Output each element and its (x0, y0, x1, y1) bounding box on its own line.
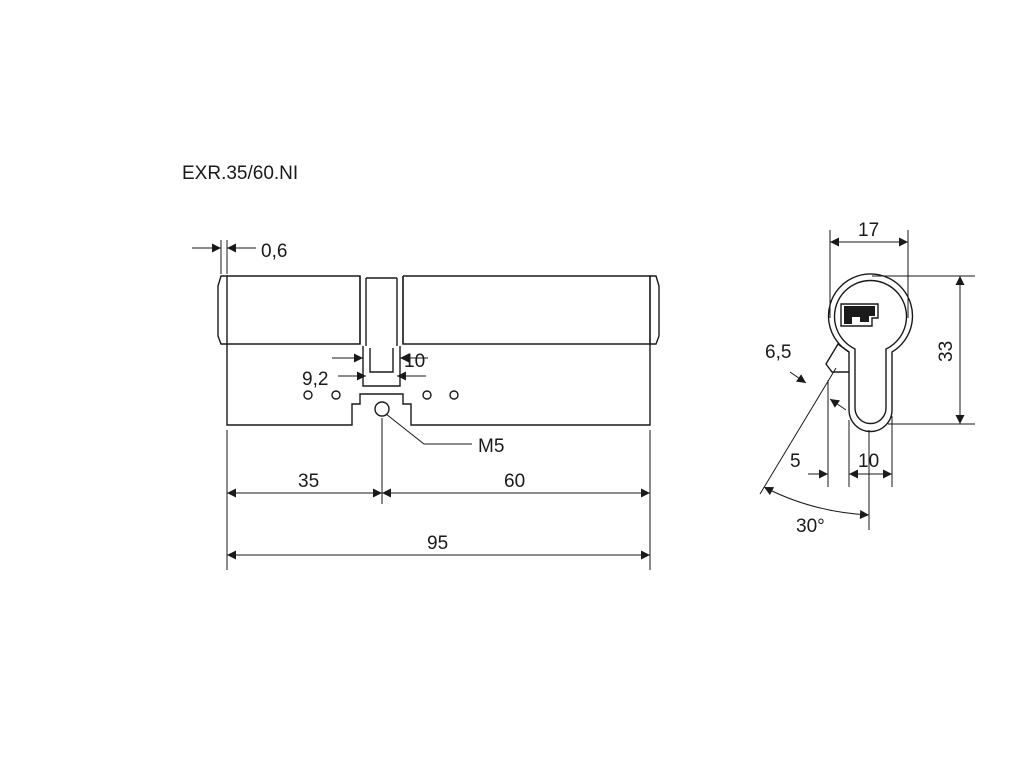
lower-width-label: 10 (858, 451, 879, 472)
right-length-label: 60 (504, 471, 525, 492)
height-label: 33 (936, 341, 957, 362)
drawing-title: EXR.35/60.NI (182, 163, 298, 184)
screw-callout: M5 (385, 413, 504, 457)
dimension-angle: 30° (763, 486, 870, 537)
cam-inner-label: 9,2 (302, 369, 328, 390)
left-length-label: 35 (298, 471, 319, 492)
offset-label: 0,6 (261, 241, 287, 262)
cam-offset-label: 5 (790, 451, 801, 472)
width-label: 17 (858, 220, 879, 241)
cam-width-label: 10 (404, 351, 425, 372)
dimension-offset: 0,6 (192, 240, 287, 274)
cylinder-body (217, 275, 660, 426)
dimension-height: 33 (872, 275, 975, 425)
dimension-left-right: 35 60 (227, 471, 650, 498)
dimension-cam-offset: 5 (790, 451, 828, 479)
angle-label: 30° (796, 516, 825, 537)
profile-view: 17 33 6,5 5 10 (759, 220, 975, 537)
dimension-width: 17 (829, 220, 909, 318)
cam-thickness-label: 6,5 (765, 342, 791, 363)
cylinder-profile (825, 273, 914, 433)
dimension-cam-inner: 9,2 (302, 369, 426, 390)
dimension-total: 95 (227, 533, 650, 560)
dimension-cam-thickness: 6,5 (765, 342, 847, 411)
dimension-lower-width: 10 (849, 451, 892, 479)
dimension-cam-width: 10 (332, 351, 428, 372)
side-view: 0,6 10 9,2 M5 35 60 (192, 240, 660, 570)
total-length-label: 95 (427, 533, 448, 554)
screw-label: M5 (478, 436, 504, 457)
